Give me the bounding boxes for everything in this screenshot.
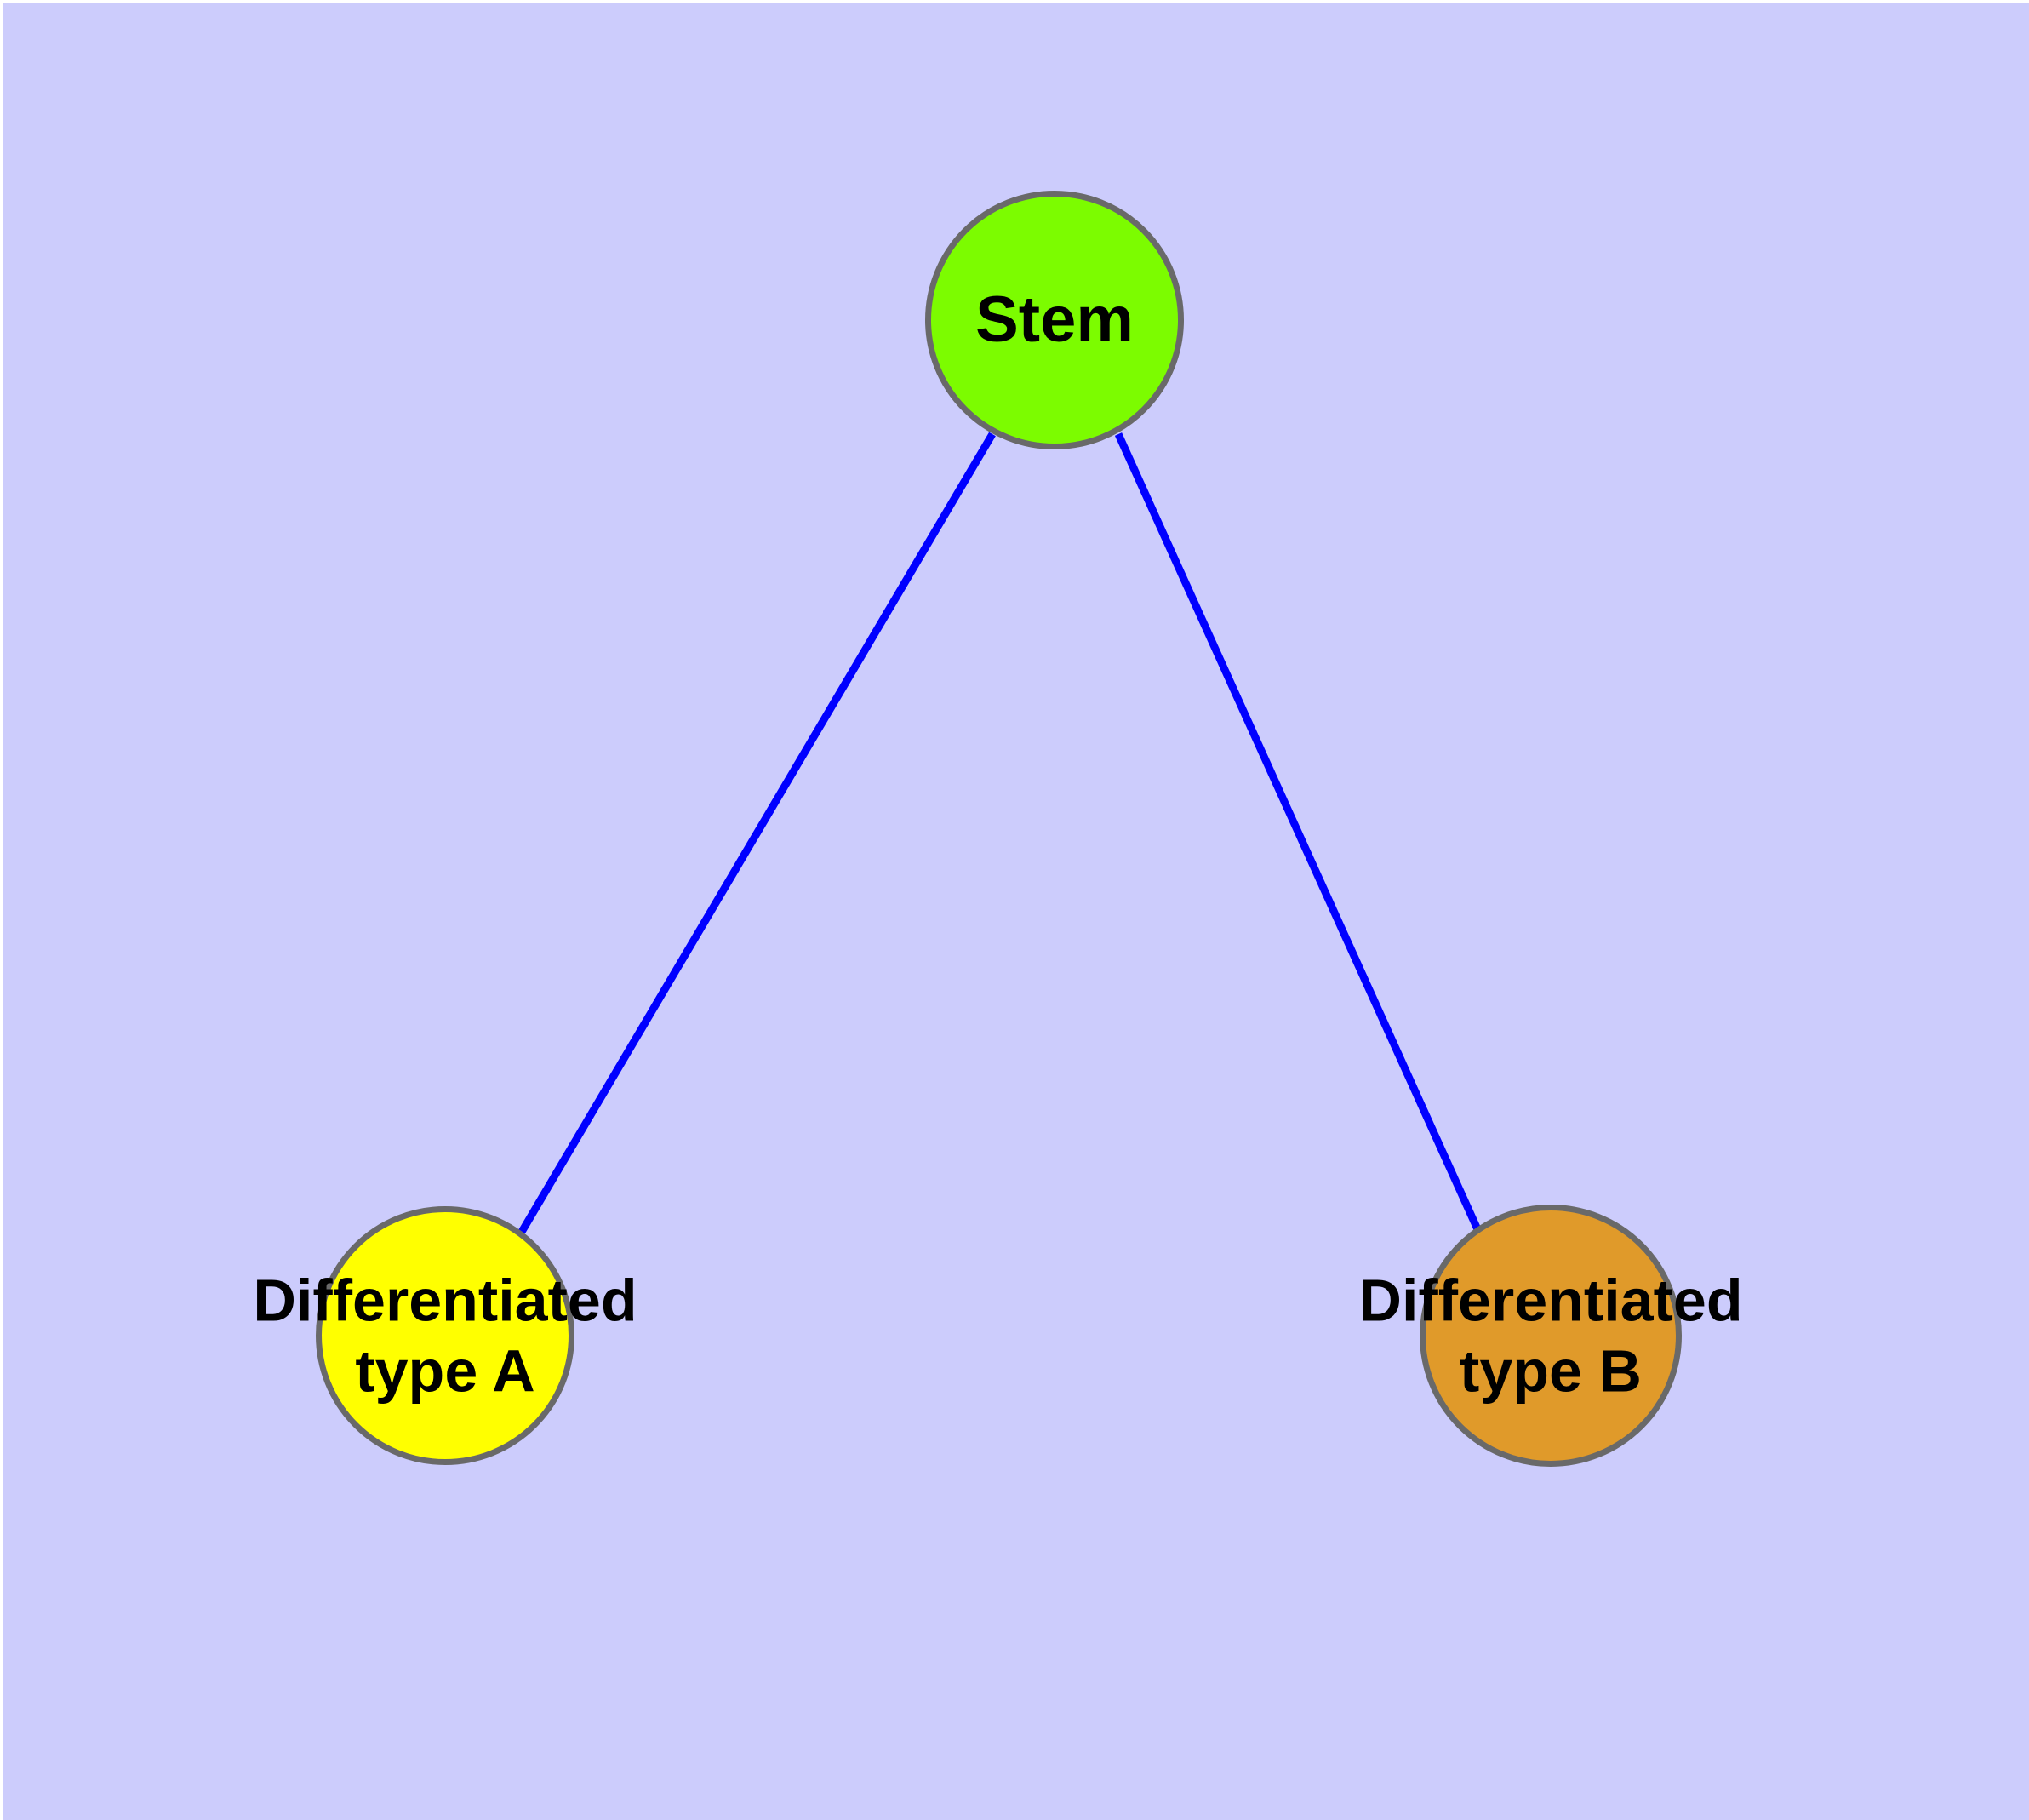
edge-stem-to-diff-a[interactable]	[518, 432, 996, 1234]
graph-svg	[316, 191, 1682, 1467]
edge-layer	[518, 432, 1482, 1234]
node-circle-stem[interactable]	[925, 191, 1184, 449]
node-circle-diff-a[interactable]	[316, 1206, 574, 1465]
edge-stem-to-diff-b[interactable]	[1114, 432, 1482, 1231]
node-layer	[316, 191, 1682, 1467]
node-circle-diff-b[interactable]	[1420, 1205, 1682, 1467]
